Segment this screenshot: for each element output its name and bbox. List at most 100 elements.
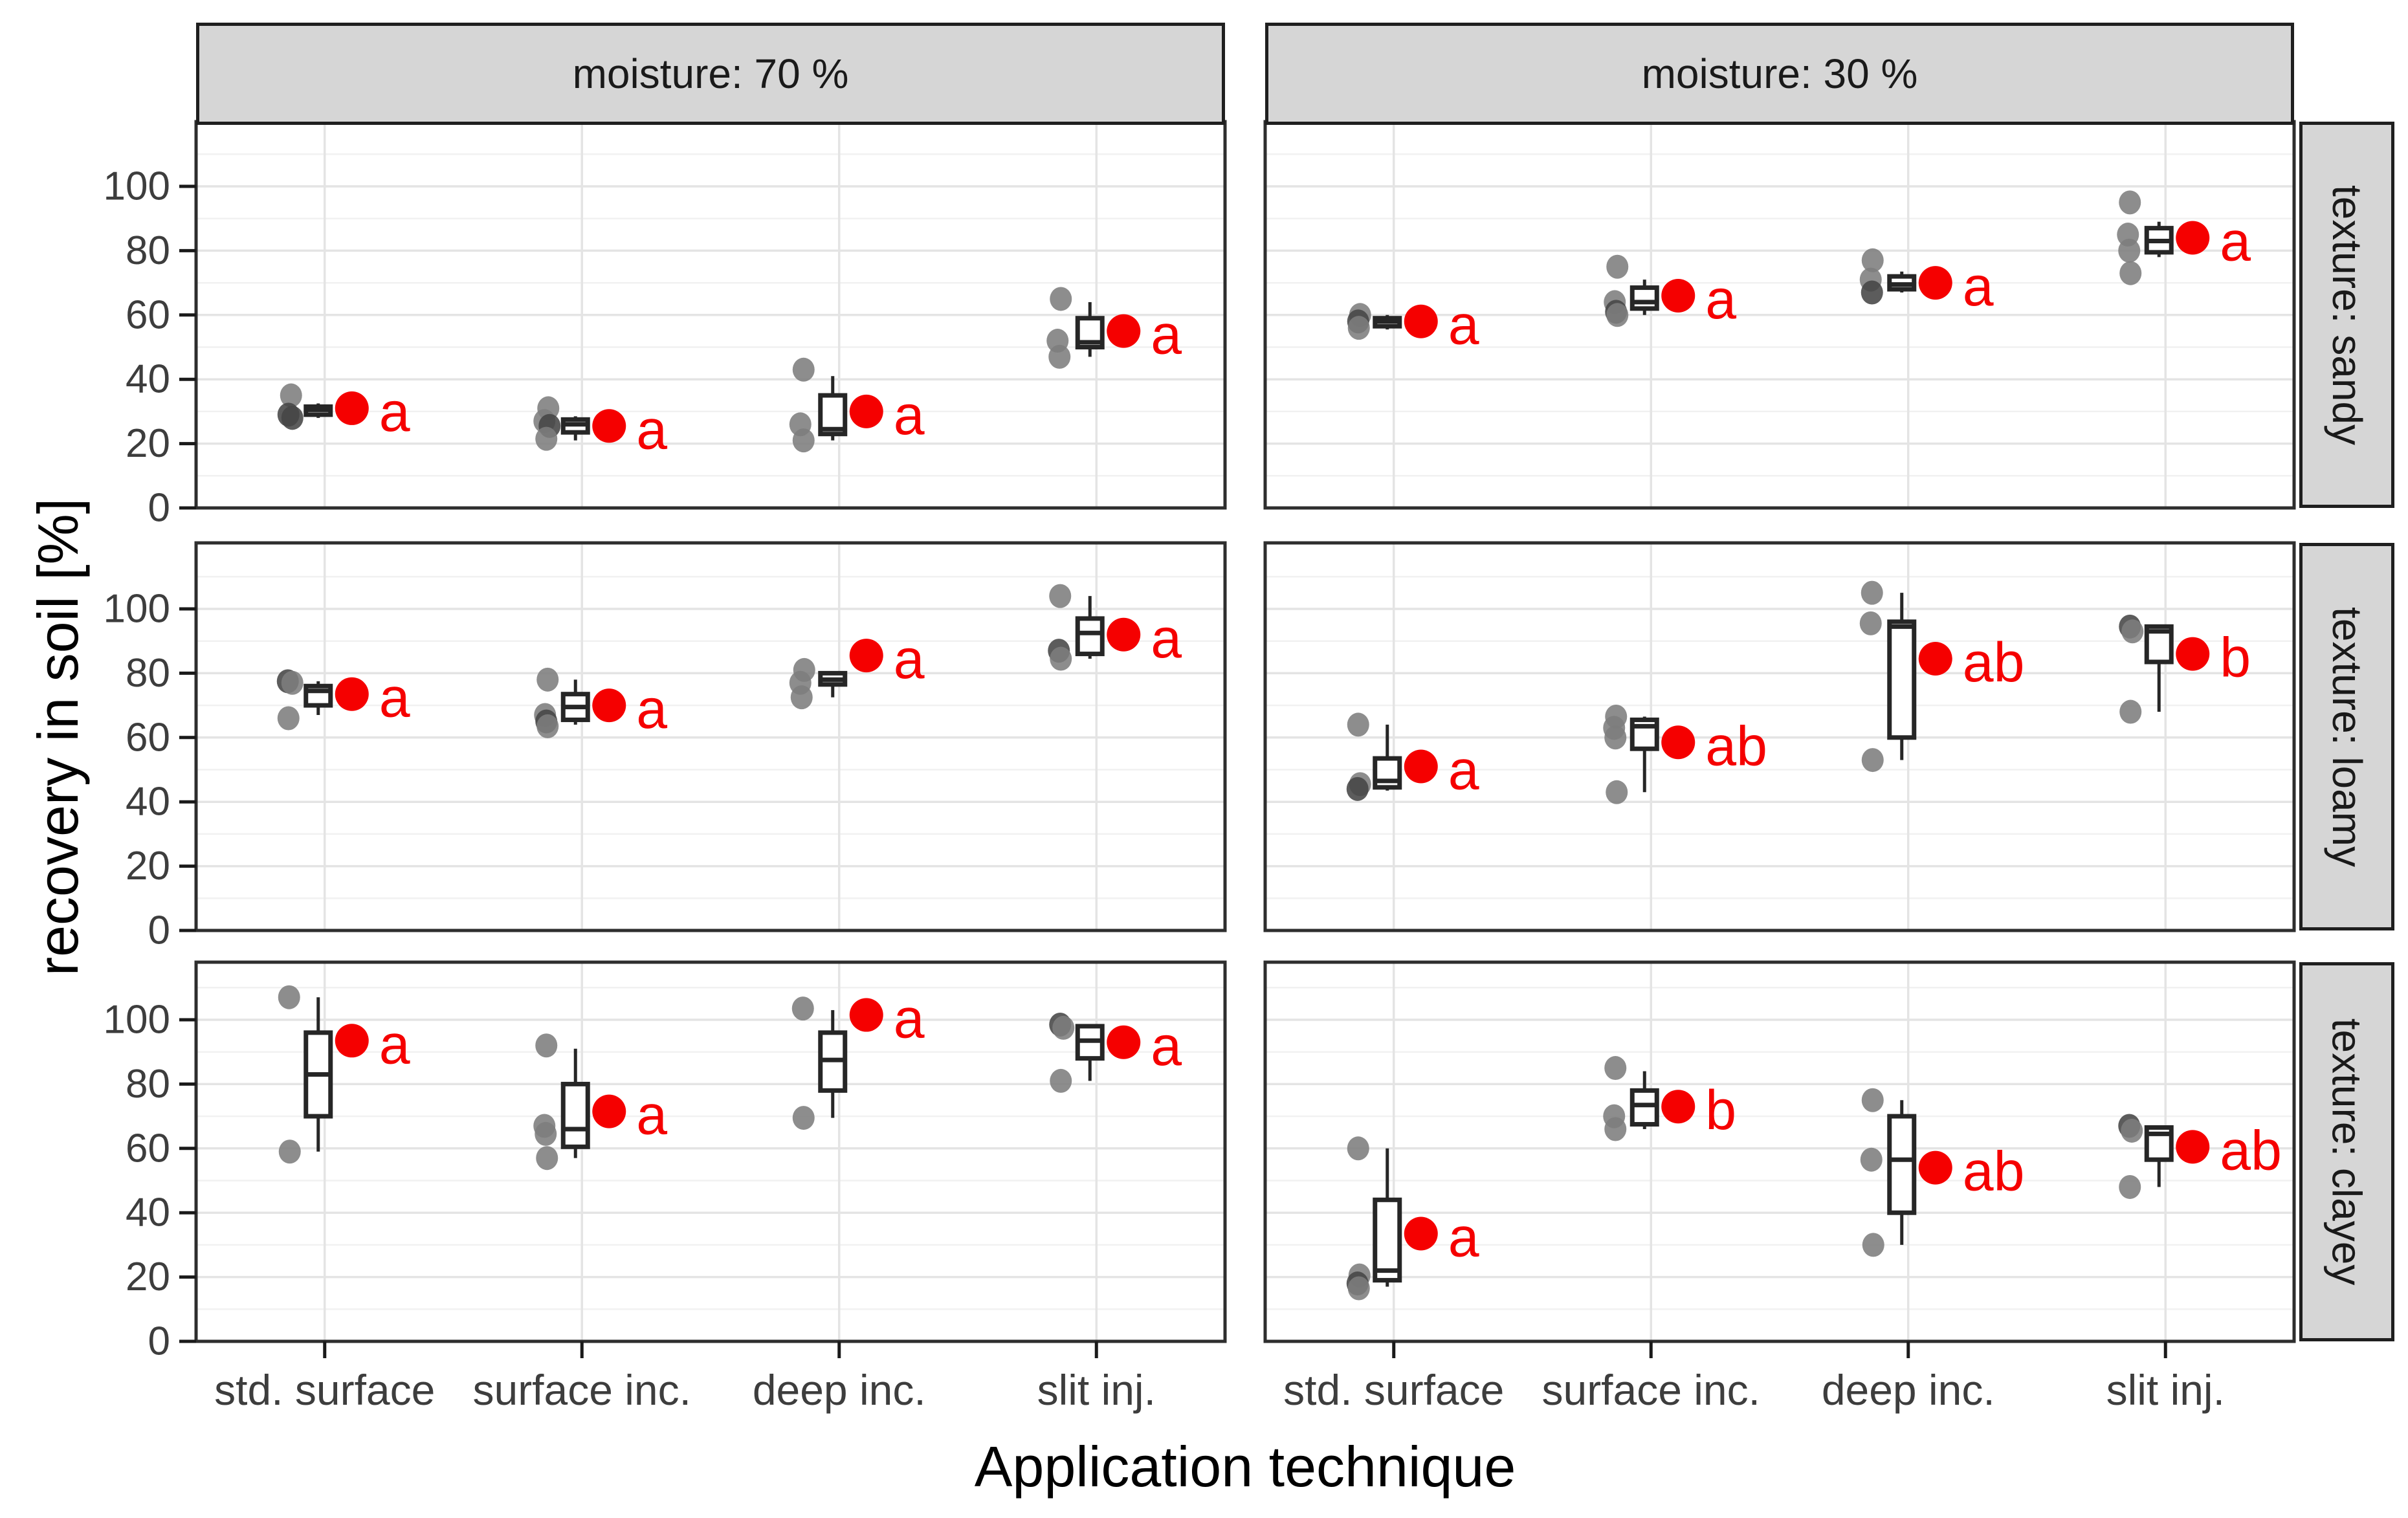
jitter-point [1861,248,1884,272]
jitter-point [536,714,559,738]
jitter-point [1861,748,1884,773]
significance-letter: b [2220,627,2251,689]
significance-letter: a [2220,211,2251,273]
significance-letter: a [379,1013,410,1075]
jitter-point [1861,1088,1884,1112]
facet-strip-label: texture: clayey [2323,1018,2370,1286]
mean-point [1404,1216,1438,1251]
jitter-point [535,1121,557,1146]
jitter-point [1861,280,1883,305]
x-tick-label: deep inc. [1822,1366,1995,1414]
panel-border [1263,960,2296,1343]
box [1075,616,1105,657]
mean-point [592,1094,626,1128]
jitter-point [2121,1118,2143,1143]
box [1887,619,1917,740]
mean-point [335,1024,369,1058]
jitter-point [1604,1117,1627,1141]
jitter-point [1052,1015,1075,1040]
facet-strip-moisture-30: moisture: 30 % [1265,23,2294,125]
facet-strip-texture-sandy: texture: sandy [2299,122,2394,508]
y-tick-label: 80 [126,228,170,273]
box [1373,1197,1402,1283]
significance-letter: ab [1705,715,1767,777]
jitter-point [1861,580,1883,605]
significance-letter: a [636,1084,667,1147]
mean-point [1107,1025,1141,1059]
significance-letter: a [636,678,667,740]
facet-strip-moisture-70: moisture: 70 % [196,23,1225,125]
y-tick-label: 60 [126,1126,170,1171]
significance-letter: a [1151,1015,1182,1077]
jitter-point [536,667,559,692]
jitter-point [2119,699,2142,724]
mean-point [2176,1130,2210,1164]
jitter-point [2119,261,2142,285]
y-tick-label: 100 [104,164,170,209]
mean-point [849,394,883,428]
mean-point [335,391,369,425]
jitter-point [1347,1136,1369,1161]
jitter-point [1859,611,1882,635]
mean-point [849,998,883,1032]
jitter-point [792,1106,815,1130]
jitter-point [792,428,815,453]
mean-point [1107,617,1141,652]
box [1629,285,1659,311]
facet-strip-label: moisture: 70 % [572,50,849,97]
x-axis-title: Application technique [974,1435,1516,1499]
x-tick-label: std. surface [1283,1366,1504,1414]
y-tick-label: 20 [126,1255,170,1299]
y-tick-label: 80 [126,1062,170,1106]
mean-point [1918,642,1952,676]
jitter-point [1347,712,1369,737]
panel-border [1263,541,2296,932]
jitter-point [1606,254,1629,279]
y-tick-label: 0 [148,908,170,953]
jitter-point [790,685,813,710]
significance-letter: a [1448,740,1479,802]
significance-letter: a [894,988,925,1050]
mean-point [1661,278,1696,313]
significance-letter: a [1705,269,1736,331]
y-tick-label: 0 [148,486,170,531]
jitter-point [1862,1233,1884,1257]
mean-point [335,677,369,711]
jitter-point [1048,344,1071,369]
significance-letter: a [894,628,925,690]
significance-letter: a [379,381,410,443]
jitter-point [1347,1276,1370,1301]
facet-strip-label: moisture: 30 % [1641,50,1918,97]
jitter-point [792,357,815,382]
mean-point [2176,221,2210,255]
jitter-point [1049,584,1072,608]
mean-point [1918,1150,1952,1185]
x-tick-label: surface inc. [1542,1366,1760,1414]
jitter-point [281,670,304,695]
mean-point [1404,304,1438,338]
significance-letter: a [1448,294,1479,357]
y-tick-label: 40 [126,357,170,402]
y-tick-label: 20 [126,844,170,888]
jitter-point [2118,238,2141,263]
mean-point [1661,725,1696,760]
significance-letter: a [894,384,925,446]
mean-point [1107,314,1141,348]
facet-strip-label: texture: sandy [2323,184,2370,445]
jitter-point [1606,303,1629,327]
panel-border [194,960,1227,1343]
jitter-point [1050,646,1072,671]
facet-strip-texture-loamy: texture: loamy [2299,543,2394,930]
jitter-point [1347,316,1370,340]
significance-letter: a [1963,256,1994,318]
mean-point [1918,266,1952,300]
y-tick-label: 100 [104,587,170,632]
facet-strip-label: texture: loamy [2323,606,2370,867]
y-tick-label: 80 [126,651,170,696]
mean-point [592,409,626,443]
jitter-point [280,383,302,408]
significance-letter: a [1151,304,1182,366]
jitter-point [535,426,558,451]
jitter-point [535,1033,558,1058]
